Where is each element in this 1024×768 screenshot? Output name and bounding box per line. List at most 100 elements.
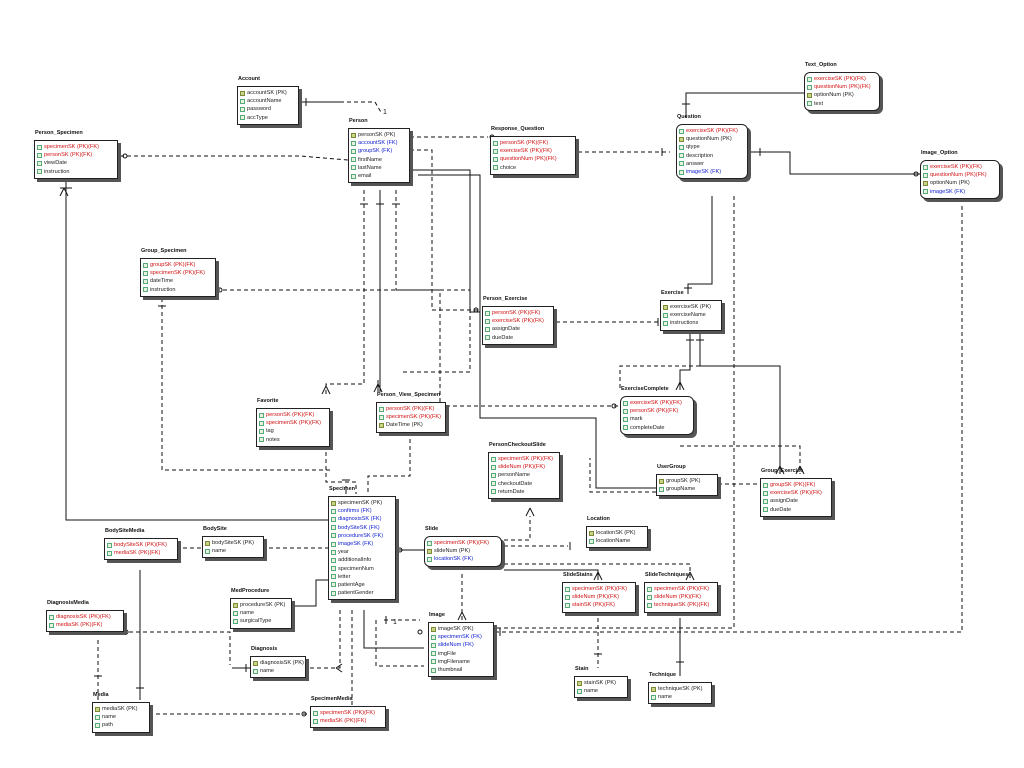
entity-title: Image xyxy=(429,612,445,618)
attribute-row: optionNum (PK) xyxy=(923,179,997,187)
attribute-row: personSK (PK)(FK) xyxy=(259,411,327,419)
key-icon xyxy=(491,456,496,462)
attribute-name: imgFilename xyxy=(438,658,471,665)
key-icon xyxy=(37,144,42,150)
attribute-name: groupSK (PK)(FK) xyxy=(770,482,816,489)
attribute-name: slideNum (PK)(FK) xyxy=(572,594,619,601)
key-icon xyxy=(253,660,258,666)
attribute-row: specimenSK (PK)(FK) xyxy=(427,539,499,547)
attribute-name: instruction xyxy=(44,168,70,175)
attribute-name: qtype xyxy=(686,144,700,151)
key-icon xyxy=(807,76,812,82)
attribute-name: imageSK (FK) xyxy=(930,188,966,195)
column-icon xyxy=(923,189,928,195)
attribute-name: specimenSK (PK)(FK) xyxy=(386,414,442,421)
attribute-row: locationSK (PK) xyxy=(589,529,645,537)
attribute-name: assignDate xyxy=(492,326,520,333)
attribute-list: specimenSK (PK)(FK)slideNum (PK)location… xyxy=(425,537,501,566)
attribute-name: email xyxy=(358,173,372,180)
column-icon xyxy=(427,556,432,562)
key-icon xyxy=(623,408,628,414)
attribute-name: accType xyxy=(247,114,268,121)
attribute-name: confirms (FK) xyxy=(338,508,372,515)
column-icon xyxy=(493,165,498,171)
attribute-list: bodySiteSK (PK)name xyxy=(203,537,263,557)
column-icon xyxy=(240,115,245,121)
column-icon xyxy=(240,106,245,112)
attribute-name: exerciseSK (PK)(FK) xyxy=(930,164,982,171)
attribute-name: patientAge xyxy=(338,581,365,588)
attribute-name: dueDate xyxy=(770,506,792,513)
rel-slide-techniques xyxy=(504,563,691,580)
attribute-name: mediaSK (PK)(FK) xyxy=(56,622,103,629)
attribute-name: exerciseSK (PK)(FK) xyxy=(630,400,682,407)
attribute-name: lastName xyxy=(358,164,382,171)
attribute-name: specimenSK (PK)(FK) xyxy=(266,420,322,427)
attribute-row: imageSK (FK) xyxy=(331,540,393,548)
attribute-row: instruction xyxy=(143,286,213,294)
attribute-name: techniqueSK (PK) xyxy=(658,686,703,693)
attribute-name: completeDate xyxy=(630,424,665,431)
attribute-row: specimenSK (PK)(FK) xyxy=(647,585,715,593)
attribute-row: imageSK (FK) xyxy=(679,168,745,176)
attribute-row: tag xyxy=(259,427,327,435)
attribute-row: exerciseSK (PK)(FK) xyxy=(623,399,691,407)
entity-title: Response_Question xyxy=(491,126,545,132)
key-icon xyxy=(49,614,54,620)
key-icon xyxy=(493,148,498,154)
attribute-row: assignDate xyxy=(763,497,829,505)
attribute-name: diagnosisSK (PK)(FK) xyxy=(56,614,111,621)
rel-specimen-image-2 xyxy=(375,620,424,667)
attribute-name: groupSK (PK) xyxy=(666,478,701,485)
attribute-row: diagnosisSK (PK) xyxy=(253,659,304,667)
key-icon xyxy=(205,540,210,546)
key-icon xyxy=(923,180,928,186)
attribute-name: firstName xyxy=(358,156,382,163)
attribute-name: bodySiteSK (PK)(FK) xyxy=(114,542,167,549)
rel-imageoption-image xyxy=(494,206,963,633)
column-icon xyxy=(431,667,436,673)
entity-title: PersonCheckoutSlide xyxy=(489,442,546,448)
attribute-row: groupSK (PK)(FK) xyxy=(763,481,829,489)
attribute-name: imgFile xyxy=(438,650,457,657)
rel-question-image xyxy=(494,196,735,629)
attribute-row: specimenSK (PK)(FK) xyxy=(565,585,633,593)
key-icon xyxy=(807,84,812,90)
attribute-name: slideNum (PK)(FK) xyxy=(498,464,545,471)
attribute-row: dueDate xyxy=(485,334,551,342)
attribute-row: name xyxy=(205,547,261,555)
attribute-name: name xyxy=(102,714,116,721)
